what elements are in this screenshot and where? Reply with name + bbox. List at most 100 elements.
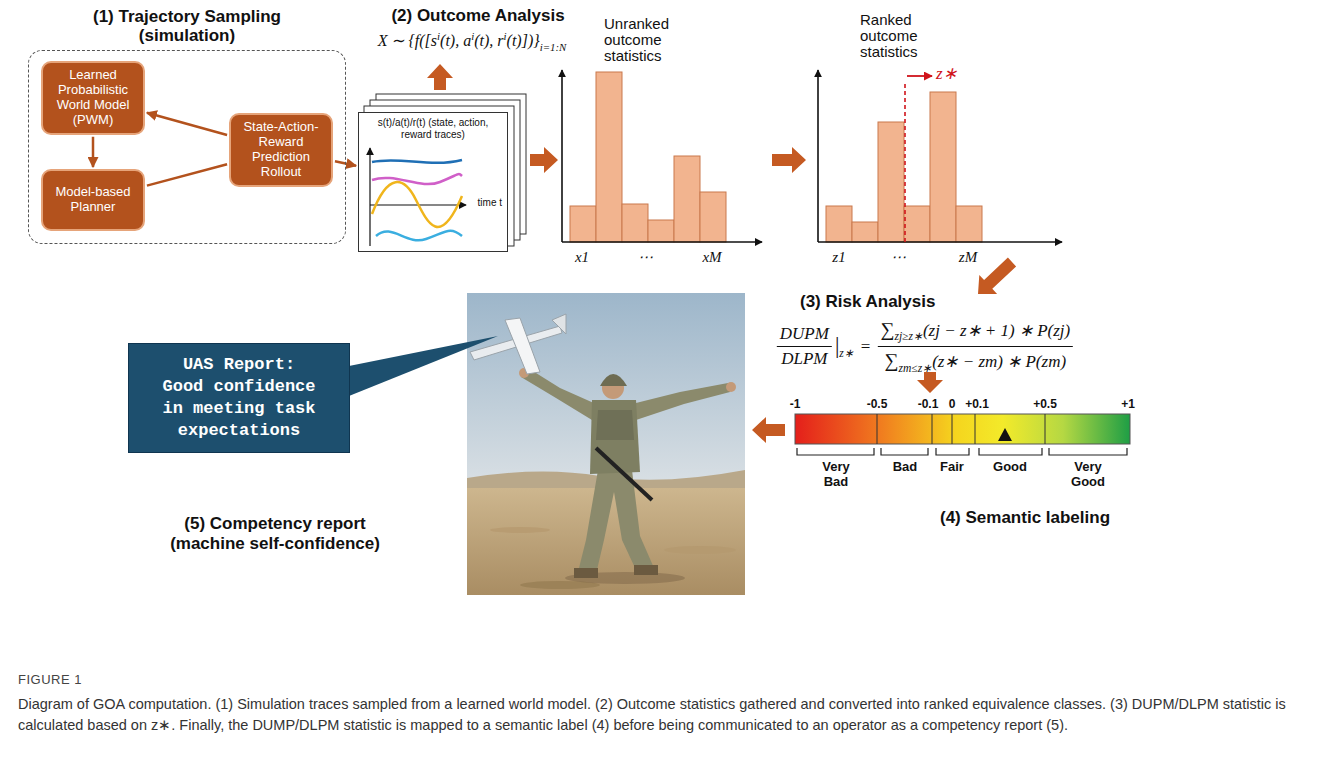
art-line xyxy=(952,414,953,444)
formula-term: zm≤z∗ xyxy=(898,362,932,375)
art-rect xyxy=(795,414,1130,444)
flow-connector xyxy=(92,137,95,167)
category-label-group: Bad xyxy=(893,460,918,475)
art-rect xyxy=(826,206,852,242)
category-label: Fair xyxy=(940,459,964,474)
art-polygon xyxy=(772,147,806,173)
formula-term: DLPM xyxy=(781,349,827,368)
formula-term: zj≥z∗ xyxy=(894,330,923,343)
art-rect xyxy=(467,293,745,493)
axis-label: z1 xyxy=(832,249,845,265)
equals: = xyxy=(861,337,871,357)
unranked-histogram xyxy=(562,70,762,242)
category-label: Very Bad xyxy=(822,459,849,489)
scale-tick: +1 xyxy=(1121,397,1135,411)
art-rect xyxy=(648,220,674,242)
report-callout: UAS Report: Good confidence in meeting t… xyxy=(128,343,350,453)
art-rect xyxy=(904,206,930,242)
section-heading: (4) Semantic labeling xyxy=(940,508,1110,527)
formula-term: X ∼ {f([s xyxy=(378,32,437,49)
trace-plot xyxy=(370,148,466,246)
art-ellipse xyxy=(664,546,736,554)
chart-title: Ranked outcome statistics xyxy=(860,11,918,60)
axis-label-group: xM xyxy=(702,248,721,266)
art-path xyxy=(521,368,596,420)
threshold-label-group: z∗ xyxy=(936,64,957,84)
semantic-scale xyxy=(795,414,1130,455)
art-path xyxy=(907,75,932,77)
node-text: (1) Trajectory Sampling (simulation) xyxy=(59,7,315,46)
art-rect xyxy=(574,568,598,578)
trace-stack xyxy=(358,94,526,252)
axis-label: zM xyxy=(959,249,977,265)
art-rect xyxy=(878,122,904,242)
formula-term: | xyxy=(835,333,839,358)
scale-tick-group: -0.5 xyxy=(867,397,888,411)
section-heading-group: (3) Risk Analysis xyxy=(800,292,935,312)
category-label: Very Good xyxy=(1071,459,1105,489)
art-g xyxy=(877,414,1045,444)
formula-term: (z∗ − zm) ∗ P(zm) xyxy=(932,352,1066,371)
scale-tick: +0.5 xyxy=(1033,397,1057,411)
art-line xyxy=(975,414,976,444)
art-line xyxy=(596,448,652,500)
formula-term: (t), r xyxy=(474,32,503,49)
axis-label: ⋯ xyxy=(638,249,653,265)
scale-tick: -1 xyxy=(790,397,801,411)
scale-tick: 0 xyxy=(949,397,956,411)
node-text: State-Action-Reward Prediction Rollout xyxy=(237,120,325,180)
art-path xyxy=(561,70,563,242)
art-rect xyxy=(596,72,622,242)
scale-tick: -0.5 xyxy=(867,397,888,411)
art-rect xyxy=(930,92,956,242)
axis-label-group: ⋯ xyxy=(891,248,906,266)
formula-term: (t)])} xyxy=(507,32,540,49)
art-path xyxy=(552,314,566,334)
scale-tick-group: +1 xyxy=(1121,397,1135,411)
art-path xyxy=(596,410,634,440)
axis-label-group: zM xyxy=(959,248,977,266)
category-label-group: Good xyxy=(993,460,1027,475)
node-text: UAS Report: Good confidence in meeting t… xyxy=(159,354,319,442)
section-heading: (5) Competency report (machine self-conf… xyxy=(170,514,380,553)
category-label-group: Very Bad xyxy=(814,460,858,490)
denominator: DLPM xyxy=(778,347,830,369)
art-path xyxy=(590,400,640,474)
art-rect xyxy=(700,192,726,242)
art-ellipse xyxy=(490,527,550,533)
evaluation-bar: |z∗ xyxy=(835,333,854,361)
scale-tick-group: +0.1 xyxy=(965,397,989,411)
art-circle xyxy=(726,382,736,392)
art-path xyxy=(372,174,462,184)
formula-term-group: X ∼ {f([si(t), ai(t), ri(t)])}i=1:N xyxy=(378,30,567,54)
node-text: Learned Probabilistic World Model (PWM) xyxy=(49,68,137,128)
art-g xyxy=(826,92,982,242)
art-path xyxy=(369,148,370,246)
art-line xyxy=(932,414,933,444)
formula-term: ∑ xyxy=(885,350,899,371)
art-path xyxy=(632,383,730,420)
figure-number: FIGURE 1 xyxy=(18,672,82,687)
art-path xyxy=(578,470,654,574)
formula-term: (t), a xyxy=(440,32,471,49)
art-path xyxy=(797,448,1127,455)
category-label: Good xyxy=(993,459,1027,474)
art-polygon xyxy=(427,64,453,90)
art-rect xyxy=(852,222,878,242)
scale-tick: -0.1 xyxy=(918,397,939,411)
soldier-photo xyxy=(467,293,745,595)
section-heading: (2) Outcome Analysis xyxy=(391,6,564,25)
flow-connector xyxy=(147,113,227,135)
chart-title-group: Ranked outcome statistics xyxy=(860,12,940,60)
art-line xyxy=(877,414,878,444)
group-box: (1) Trajectory Sampling (simulation)Lear… xyxy=(28,50,346,244)
section-heading: (3) Risk Analysis xyxy=(800,292,935,311)
formula-term: (zj − z∗ + 1) ∗ P(zj) xyxy=(923,321,1070,340)
art-path xyxy=(600,374,627,386)
node-text: Model-based Planner xyxy=(49,185,137,215)
scale-tick-group: 0 xyxy=(949,397,956,411)
art-path xyxy=(562,241,762,243)
formula-term: i xyxy=(437,30,440,42)
art-polygon xyxy=(978,258,1016,294)
